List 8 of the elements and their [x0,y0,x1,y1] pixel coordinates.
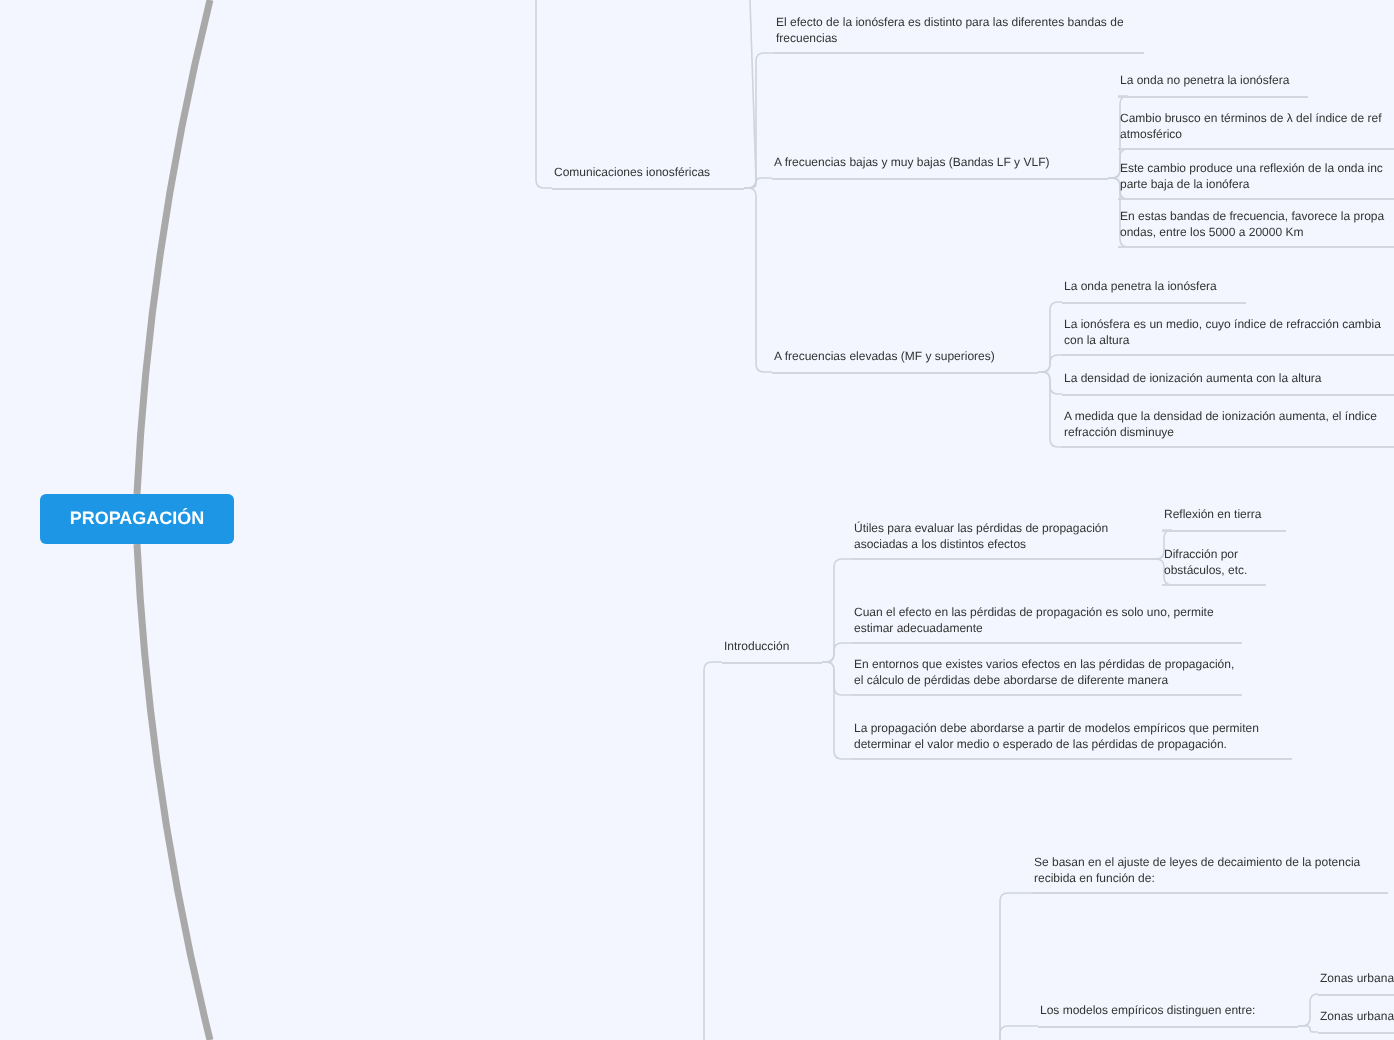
connector-line [703,661,723,1040]
connector-line [1297,1025,1319,1033]
central-topic-box: PROPAGACIÓN [40,494,234,544]
connector-line [133,543,214,1040]
connector-line [535,0,553,189]
connector-line [1151,558,1173,586]
connector-line [133,0,214,495]
connector-line [999,1025,1039,1040]
